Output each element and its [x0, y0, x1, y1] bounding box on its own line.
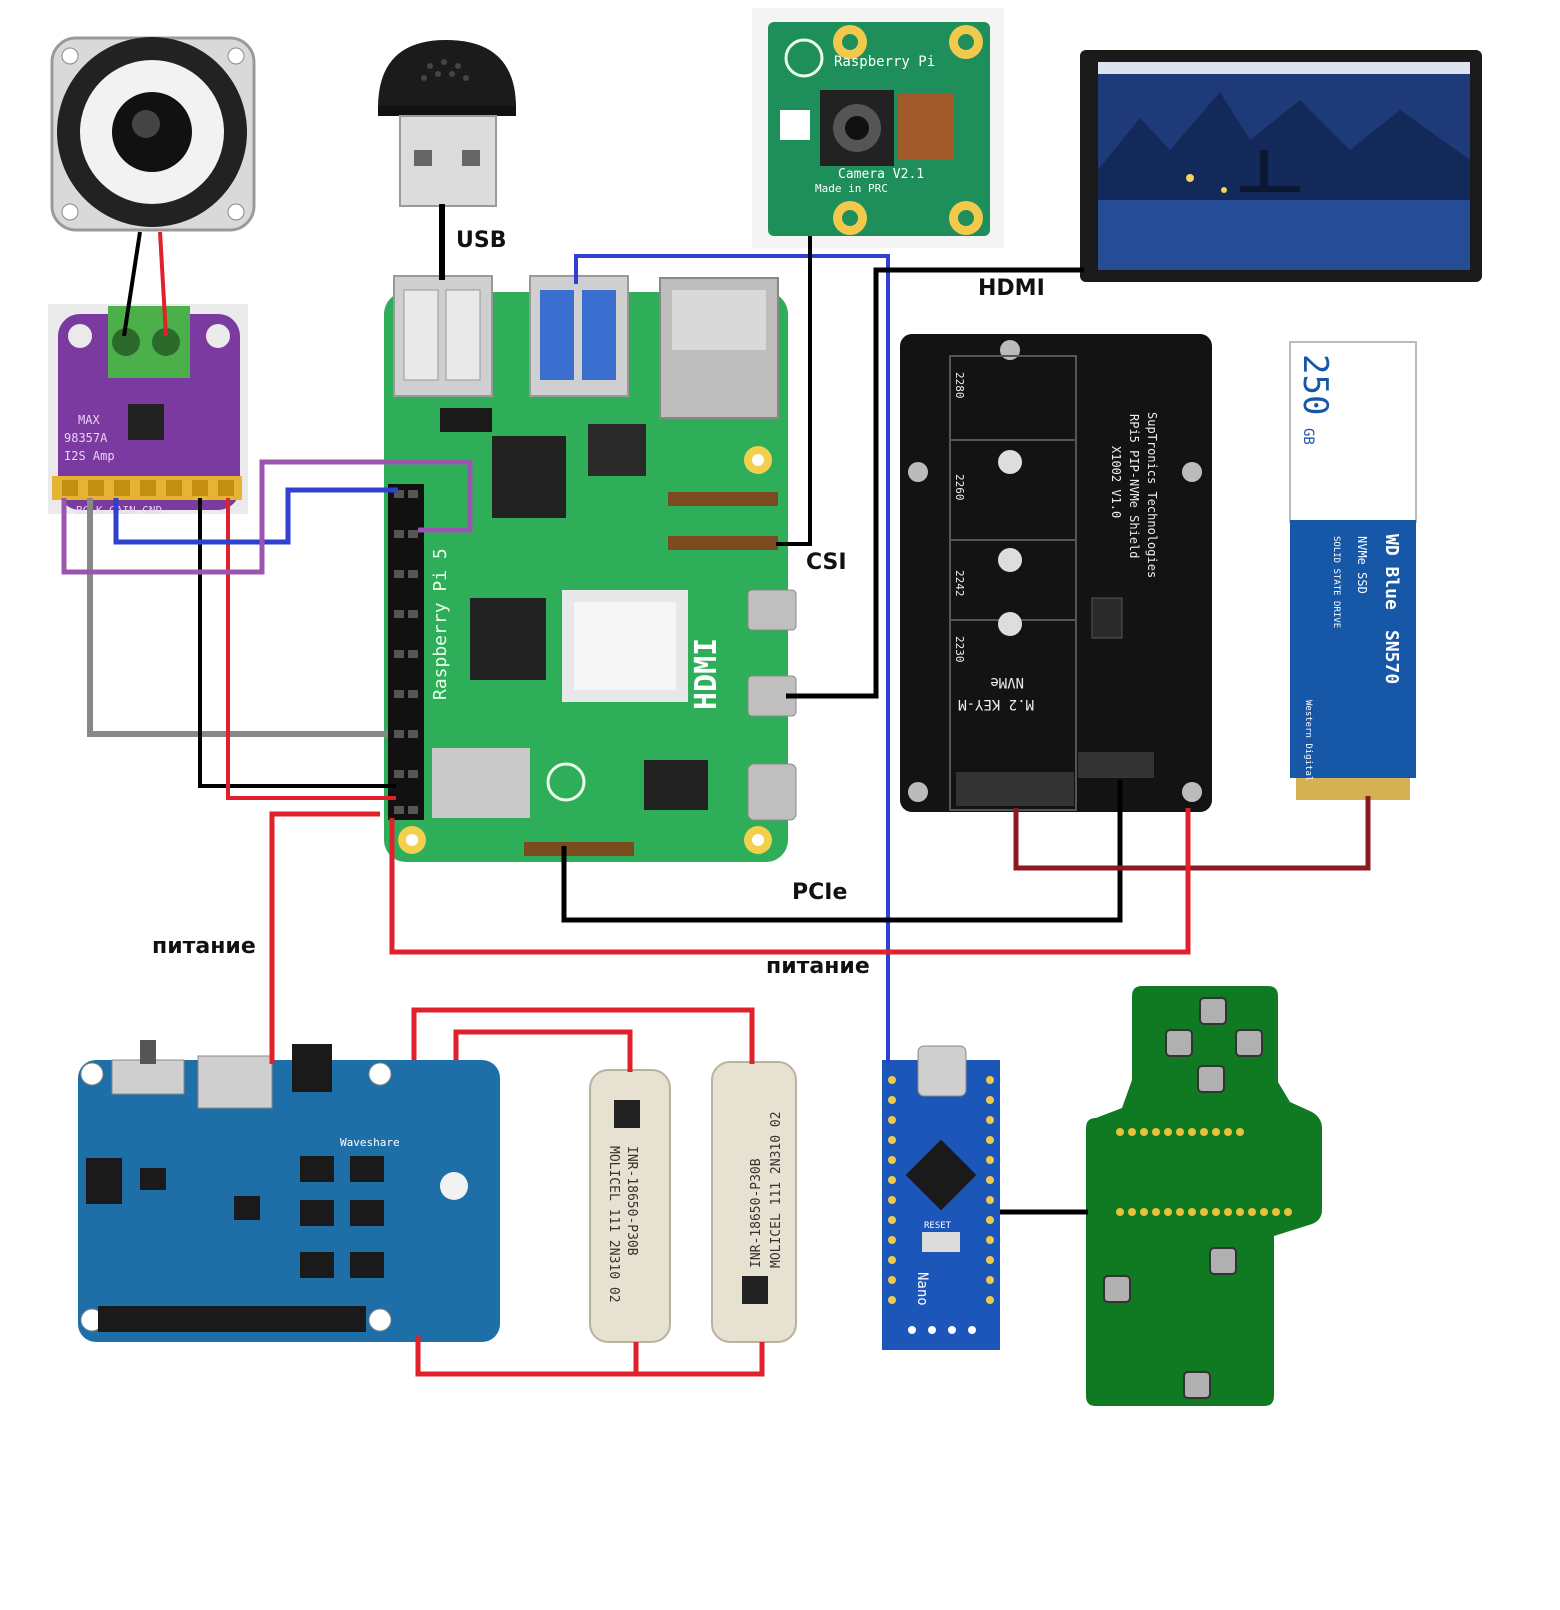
nano-reset: RESET	[924, 1221, 952, 1231]
nano-name: Nano	[914, 1272, 930, 1306]
ups-hat: Waveshare	[78, 1040, 500, 1342]
ssd-kind: NVMe SSD	[1355, 536, 1369, 594]
battery-2-maker: MOLICEL 111 2N310 02	[769, 1111, 784, 1268]
amp-pins: BCLK GAIN GND	[76, 504, 162, 517]
shield-name: RPi5 PIP-NVMe Shield	[1127, 414, 1141, 559]
usb-label: USB	[456, 228, 507, 253]
wires	[61, 204, 1371, 1377]
touch-display	[1080, 50, 1482, 282]
battery-1-maker: MOLICEL 111 2N310 02	[606, 1146, 621, 1303]
amplifier-board: MAX 98357A I2S Amp BCLK GAIN GND	[48, 304, 248, 517]
ups-brand: Waveshare	[340, 1136, 400, 1149]
pcie-label: PCIe	[792, 880, 848, 905]
camera-origin: Made in PRC	[815, 182, 888, 195]
amp-line1: MAX	[78, 413, 100, 427]
camera-brand: Raspberry Pi	[834, 54, 935, 70]
shield-size-2242: 2242	[953, 570, 966, 597]
raspberry-pi-5: Raspberry Pi 5 HDMI	[384, 275, 797, 862]
hdmi-label: HDMI	[978, 276, 1045, 301]
nvme-ssd: 250 GB WD Blue SN570 NVMe SSD SOLID STAT…	[1289, 341, 1417, 800]
power-label-left: питание	[152, 934, 256, 959]
nvme-shield: 2280 2260 2242 2230 SupTronics Technolog…	[900, 334, 1212, 812]
shield-slot: M.2 KEY-M	[958, 696, 1034, 712]
rpi-hdmi-text: HDMI	[689, 638, 724, 710]
ssd-maker: Western Digital	[1303, 700, 1313, 781]
shield-size-2230: 2230	[953, 636, 966, 663]
ssd-brand: WD Blue	[1381, 534, 1402, 610]
buttons-pcb	[1086, 986, 1322, 1406]
shield-maker: SupTronics Technologies	[1145, 412, 1159, 578]
arduino-nano: RESET Nano	[882, 1045, 1000, 1350]
ssd-model: SN570	[1381, 630, 1402, 684]
battery-2-model: INR-18650-P30B	[749, 1158, 764, 1268]
usb-microphone	[378, 40, 516, 207]
battery-1-model: INR-18650-P30B	[624, 1146, 639, 1256]
ssd-unit: GB	[1300, 428, 1316, 445]
ssd-desc: SOLID STATE DRIVE	[1331, 536, 1341, 628]
shield-nvme: NVMe	[990, 674, 1024, 690]
amp-line3: I2S Amp	[64, 449, 115, 463]
camera-model: Camera V2.1	[838, 167, 924, 182]
csi-label: CSI	[806, 550, 847, 575]
shield-size-2260: 2260	[953, 474, 966, 501]
speaker	[50, 36, 256, 232]
ssd-capacity: 250	[1295, 354, 1335, 415]
shield-size-2280: 2280	[953, 372, 966, 399]
power-label-center: питание	[766, 954, 870, 979]
rpi-model-text: Raspberry Pi 5	[430, 548, 451, 700]
camera-module: Raspberry Pi Camera V2.1 Made in PRC	[752, 8, 1004, 248]
amp-line2: 98357A	[64, 431, 108, 445]
shield-model: X1002 V1.0	[1109, 446, 1123, 518]
battery-1: INR-18650-P30B MOLICEL 111 2N310 02	[589, 1069, 671, 1343]
battery-2: INR-18650-P30B MOLICEL 111 2N310 02	[711, 1061, 797, 1343]
